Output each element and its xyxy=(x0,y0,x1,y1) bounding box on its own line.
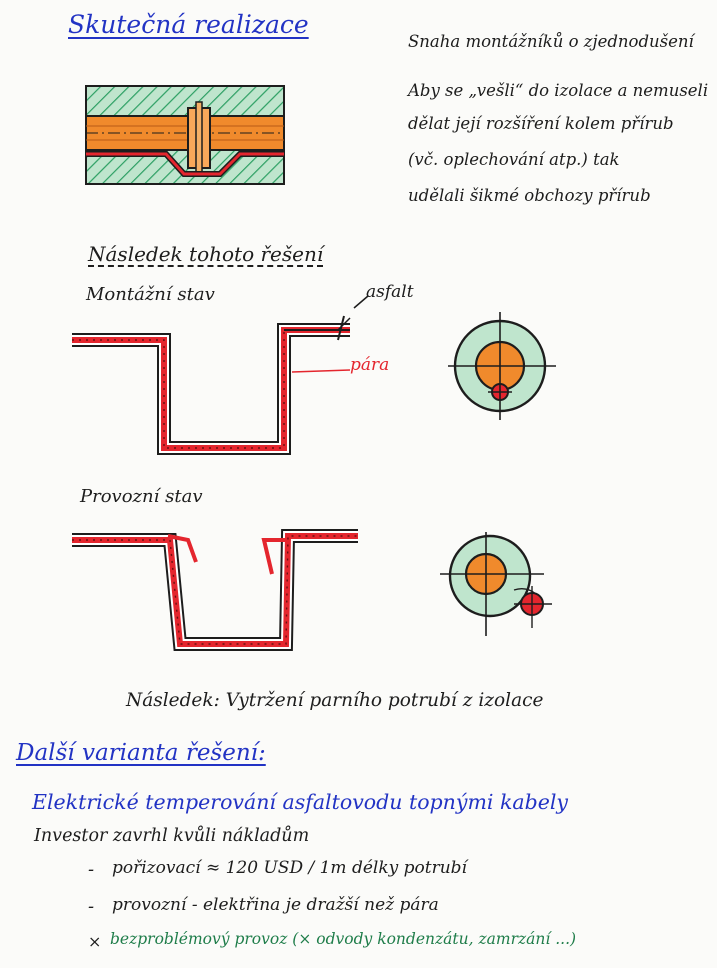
note-line-5: udělali šikmé obchozy přírub xyxy=(408,186,651,205)
steam-label: pára xyxy=(350,355,390,375)
asphalt-label: asfalt xyxy=(366,282,414,302)
list-item-bullet: - xyxy=(88,859,95,880)
section-heading-consequence: Následek tohoto řešení xyxy=(88,242,324,266)
operation-cross-section xyxy=(440,532,552,636)
list-item-bullet: × xyxy=(88,932,102,951)
operation-state-u-loop xyxy=(72,529,358,651)
note-line-2: Aby se „vešli“ do izolace a nemuseli xyxy=(408,81,709,100)
consequence-result: Následek: Vytržení parního potrubí z izo… xyxy=(126,690,544,711)
list-item-bullet: - xyxy=(88,896,95,917)
assembly-state-u-loop xyxy=(72,295,369,455)
section-heading-variant: Další varianta řešení: xyxy=(16,740,266,766)
operation-state-label: Provozní stav xyxy=(80,486,203,507)
investor-note: Investor zavrhl kvůli nákladům xyxy=(34,826,310,846)
variant-subheading: Elektrické temperování asfaltovodu topný… xyxy=(32,790,568,814)
assembly-state-label: Montážní stav xyxy=(86,284,215,305)
flange-bypass-sketch xyxy=(85,85,285,185)
note-line-1: Snaha montážníků o zjednodušení xyxy=(408,32,694,51)
list-item-trouble-free: bezproblémový provoz (× odvody kondenzát… xyxy=(110,930,577,948)
list-item-operating-cost: provozní - elektřina je dražší než pára xyxy=(112,895,439,915)
note-line-4: (vč. oplechování atp.) tak xyxy=(408,150,620,169)
note-line-3: dělat její rozšíření kolem přírub xyxy=(408,114,674,133)
section-heading-actual: Skutečná realizace xyxy=(68,10,309,39)
list-item-purchase-cost: pořizovací ≈ 120 USD / 1m délky potrubí xyxy=(112,858,467,878)
assembly-cross-section xyxy=(448,312,556,420)
